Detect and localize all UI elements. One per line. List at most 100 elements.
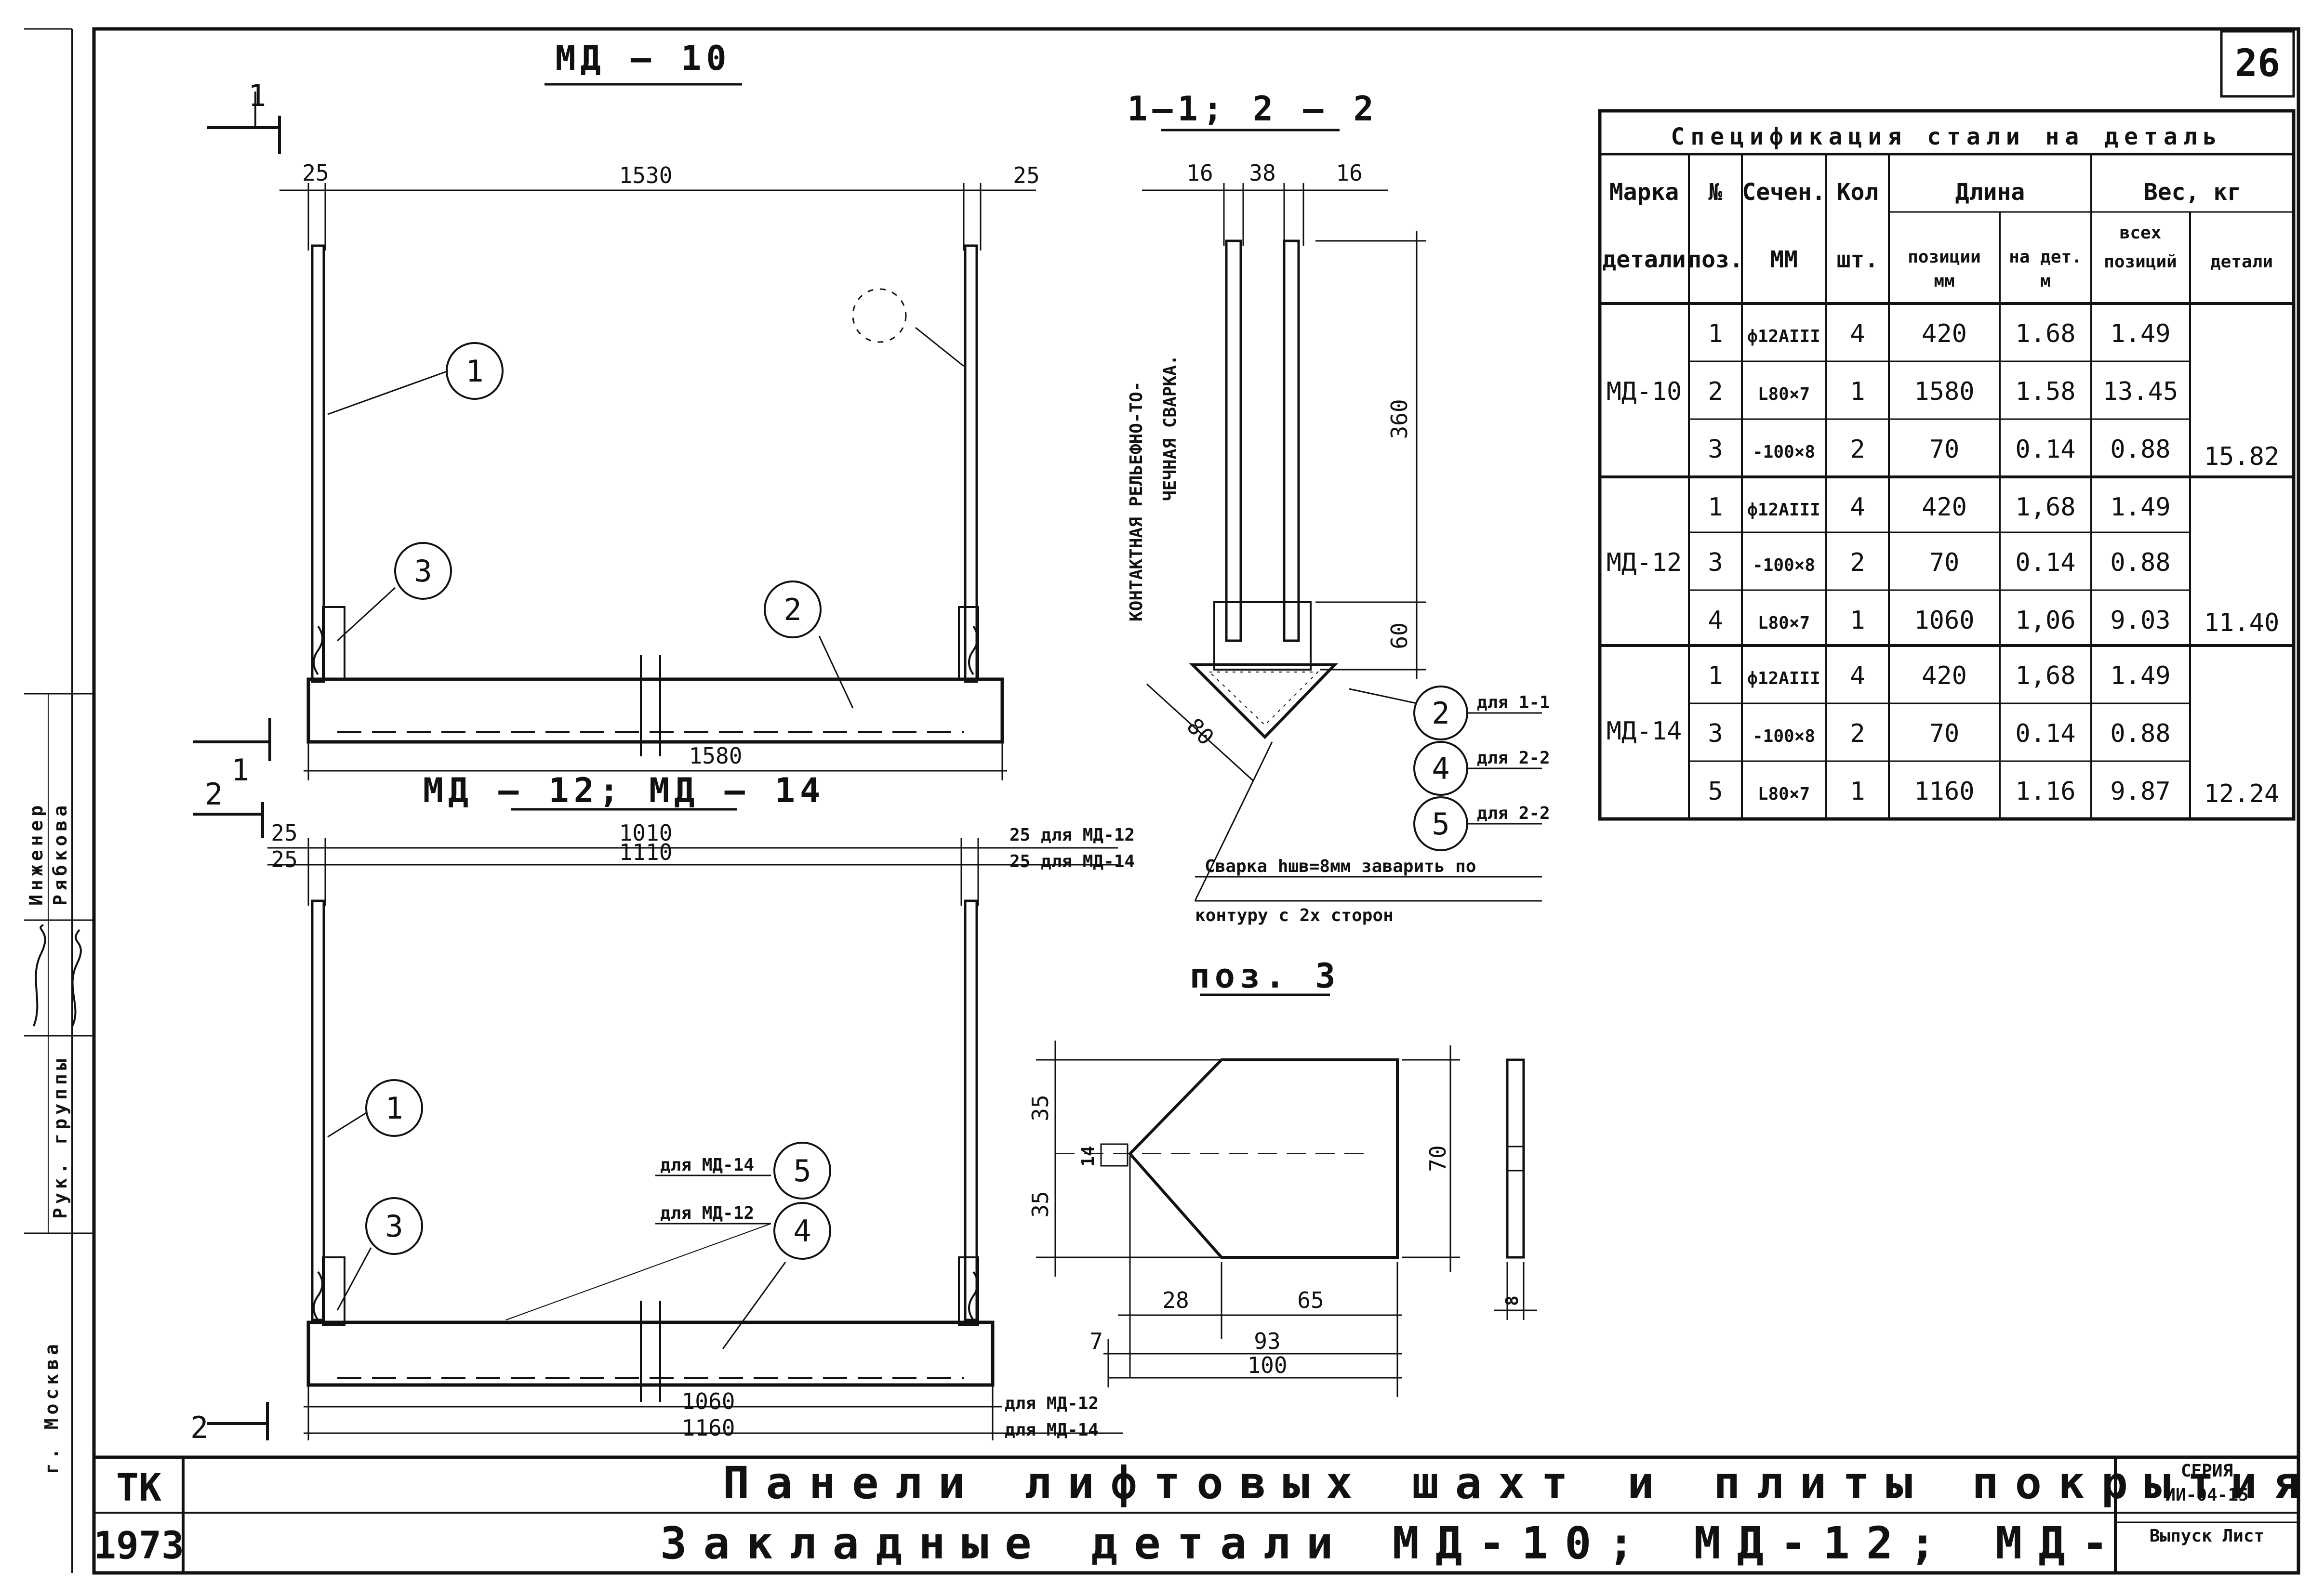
cell-qty: 1	[1850, 377, 1865, 406]
md10-callout-1: 1	[465, 354, 483, 389]
cell-qty: 4	[1850, 319, 1865, 348]
tb-org: ТК	[116, 1466, 161, 1510]
cell-len-pos: 420	[1922, 661, 1967, 690]
spec-mark: МД-14	[1607, 717, 1682, 746]
cell-weight: 0.88	[2110, 435, 2170, 464]
cell-pos: 3	[1708, 435, 1723, 464]
section-callout-2-label: для 1-1	[1477, 693, 1550, 712]
md12-dim-bottom-b: 1160	[682, 1415, 735, 1441]
section-title: 1—1; 2 — 2	[1127, 89, 1378, 129]
cell-len-pos: 70	[1929, 719, 1960, 748]
spec-h-wt-det: детали	[2210, 252, 2273, 272]
table-row: 3 -100×8 2 70 0.14 0.88	[1708, 548, 2170, 577]
cell-pos: 1	[1708, 319, 1723, 348]
cell-section: L80×7	[1758, 613, 1810, 633]
tb-title-1: Панели лифтовых шахт и плиты покрытия.	[723, 1457, 2324, 1509]
spec-group-md12: МД-12 11.40 1 ф12АIII 4 420 1,68 1.49 3 …	[1607, 493, 2280, 637]
cell-section: L80×7	[1758, 384, 1810, 404]
cell-len-pos: 420	[1922, 319, 1967, 348]
cell-len-det: 1,68	[2015, 493, 2075, 522]
spec-h-sec-1: Сечен.	[1742, 179, 1825, 206]
cell-len-det: 1.58	[2015, 377, 2075, 406]
pos3-title: поз. 3	[1190, 956, 1341, 996]
spec-total: 15.82	[2204, 442, 2280, 471]
md12-dim-top-b: 1110	[619, 839, 673, 865]
cell-qty: 1	[1850, 606, 1865, 635]
cell-pos: 4	[1708, 606, 1723, 635]
stamp-city: г. Москва	[41, 1340, 62, 1474]
cell-qty: 2	[1850, 435, 1865, 464]
spec-mark: МД-10	[1607, 377, 1682, 406]
pos3-dim-height: 70	[1425, 1145, 1451, 1172]
md12-callout-4: 4	[793, 1213, 811, 1249]
md12-dim-bottom-a: 1060	[682, 1388, 735, 1414]
cell-len-det: 1.16	[2015, 777, 2075, 806]
table-row: 4 L80×7 1 1060 1,06 9.03	[1708, 606, 2170, 635]
cell-weight: 1.49	[2110, 493, 2170, 522]
cell-len-pos: 1160	[1914, 777, 1974, 806]
cell-len-det: 1,06	[2015, 606, 2075, 635]
pos3-dim-hole: 14	[1078, 1146, 1098, 1166]
cell-pos: 1	[1708, 661, 1723, 690]
cell-qty: 1	[1850, 777, 1865, 806]
drawing-md10	[193, 83, 1036, 780]
pos3-dim-7: 7	[1089, 1328, 1103, 1354]
stamp-engineer-name: Рябкова	[50, 802, 71, 906]
cell-section: -100×8	[1753, 555, 1815, 575]
cell-len-pos: 70	[1929, 548, 1960, 577]
cell-len-det: 0.14	[2015, 719, 2075, 748]
md12-section-mark-top: 2	[205, 777, 223, 812]
section-weld-text-1: КОНТАКТНАЯ РЕЛЬЕФНО-ТО-	[1127, 382, 1146, 622]
title-block	[94, 1455, 2298, 1573]
cell-len-det: 0.14	[2015, 435, 2075, 464]
section-weld-note-2: контуру с 2х сторон	[1195, 906, 1394, 925]
section-callout-5: 5	[1432, 806, 1449, 842]
cell-weight: 13.45	[2103, 377, 2178, 406]
spec-h-len-pos-1: позиции	[1908, 247, 1981, 267]
table-row: 3 -100×8 2 70 0.14 0.88	[1708, 435, 2170, 464]
cell-pos: 5	[1708, 777, 1723, 806]
cell-qty: 2	[1850, 548, 1865, 577]
pos3-dim-28: 28	[1162, 1287, 1189, 1313]
drawing-md12-14	[193, 802, 1123, 1440]
spec-group-md10: МД-10 15.82 1 ф12АIII 4 420 1.68 1.49 2 …	[1607, 319, 2280, 471]
spec-mark: МД-12	[1607, 548, 1682, 577]
cell-len-pos: 70	[1929, 435, 1960, 464]
md10-section-mark-top: 1	[248, 78, 266, 113]
md12-dim-top-a: 1010	[619, 820, 673, 846]
md10-dim-left: 25	[302, 160, 329, 186]
sheet-number: 26	[2235, 42, 2280, 85]
spec-total: 12.24	[2204, 779, 2280, 808]
tb-series-label: СЕРИЯ	[2181, 1461, 2233, 1481]
cell-pos: 3	[1708, 548, 1723, 577]
section-callout-4: 4	[1432, 751, 1449, 786]
md12-dim-left-b: 25	[271, 846, 297, 872]
table-row: 1 ф12АIII 4 420 1.68 1.49	[1708, 319, 2170, 348]
tb-year: 1973	[93, 1524, 184, 1568]
cell-pos: 3	[1708, 719, 1723, 748]
spec-h-len: Длина	[1955, 179, 2025, 206]
cell-weight: 1.49	[2110, 319, 2170, 348]
section-callout-4-label: для 2-2	[1477, 748, 1550, 768]
section-callout-2: 2	[1432, 696, 1449, 731]
md12-callout-3: 3	[385, 1209, 403, 1244]
pos3-dim-left-bottom: 35	[1027, 1191, 1053, 1217]
md10-callout-2: 2	[784, 592, 801, 627]
md12-section-mark-bottom: 2	[190, 1410, 208, 1445]
cell-len-pos: 420	[1922, 493, 1967, 522]
cell-len-pos: 1060	[1914, 606, 1974, 635]
spec-h-len-det-1: на дет.	[2009, 247, 2082, 267]
md12-callout-1: 1	[385, 1091, 403, 1126]
sheet-number-box: 26	[2220, 30, 2295, 98]
cell-qty: 4	[1850, 493, 1865, 522]
tb-series-value: ИИ-04-15	[2165, 1485, 2248, 1505]
cell-len-det: 1.68	[2015, 319, 2075, 348]
md10-dim-right: 25	[1013, 162, 1039, 188]
pos3-dim-65: 65	[1297, 1287, 1324, 1313]
cell-len-pos: 1580	[1914, 377, 1974, 406]
cell-pos: 1	[1708, 493, 1723, 522]
spec-h-len-det-2: м	[2040, 271, 2051, 291]
md12-callout-note-4: для МД-12	[660, 1203, 754, 1223]
cell-section: ф12АIII	[1747, 500, 1820, 520]
spec-group-md14: МД-14 12.24 1 ф12АIII 4 420 1,68 1.49 3 …	[1607, 661, 2280, 808]
